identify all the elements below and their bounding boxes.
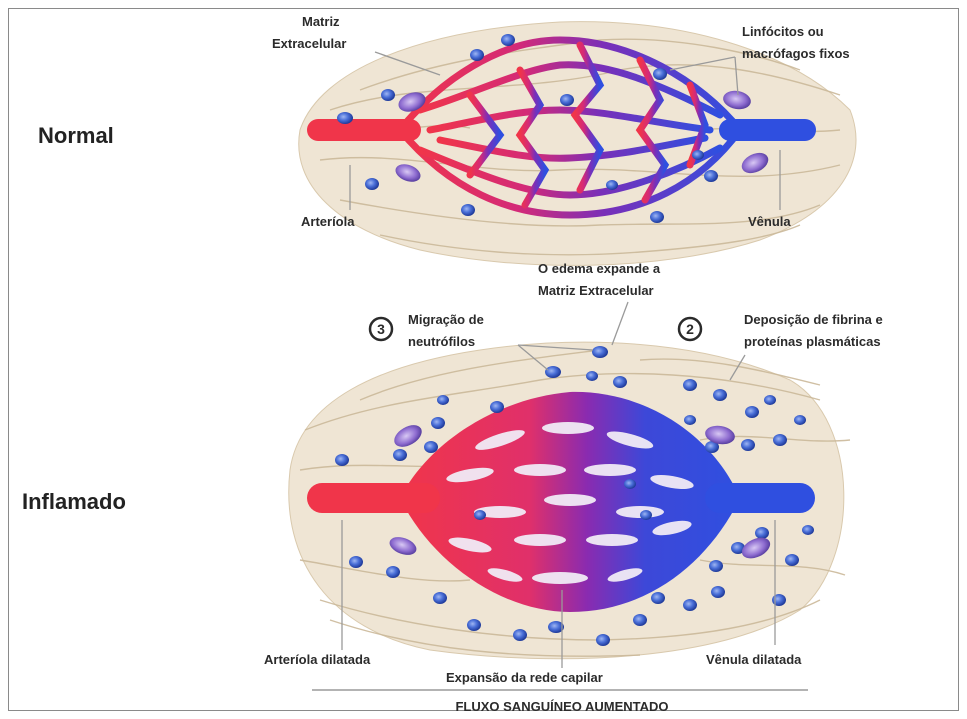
label-edema-2: Matriz Extracelular: [538, 283, 654, 298]
badge-2: 2: [679, 318, 701, 340]
cell: [773, 434, 787, 446]
cell: [433, 592, 447, 604]
cell: [592, 346, 608, 358]
cell: [704, 170, 718, 182]
cell: [741, 439, 755, 451]
label-edema-1: O edema expande a: [538, 261, 661, 276]
cell: [785, 554, 799, 566]
cell: [794, 415, 806, 425]
cell: [513, 629, 527, 641]
cell: [560, 94, 574, 106]
normal-title: Normal: [38, 123, 114, 148]
cell: [711, 586, 725, 598]
cell: [633, 614, 647, 626]
cell: [337, 112, 353, 124]
inflamed-title: Inflamado: [22, 489, 126, 514]
label-venula: Vênula: [748, 214, 791, 229]
cell: [684, 415, 696, 425]
footer-caption: FLUXO SANGUÍNEO AUMENTADO: [455, 699, 668, 714]
cell: [651, 592, 665, 604]
cell: [424, 441, 438, 453]
label-arteriola-dilatada: Arteríola dilatada: [264, 652, 371, 667]
label-matriz-1: Matriz: [302, 14, 340, 29]
badge-2-number: 2: [686, 321, 694, 337]
cell: [470, 49, 484, 61]
cell: [640, 510, 652, 520]
cell: [624, 479, 636, 489]
cell: [713, 389, 727, 401]
cell: [802, 525, 814, 535]
cell: [653, 68, 667, 80]
cell: [764, 395, 776, 405]
cell: [745, 406, 759, 418]
cell: [437, 395, 449, 405]
cell: [349, 556, 363, 568]
label-expansao: Expansão da rede capilar: [446, 670, 603, 685]
cell: [335, 454, 349, 466]
badge-3: 3: [370, 318, 392, 340]
label-matriz-2: Extracelular: [272, 36, 346, 51]
cell: [683, 379, 697, 391]
cell: [501, 34, 515, 46]
cell: [683, 599, 697, 611]
cell: [431, 417, 445, 429]
cell: [709, 560, 723, 572]
cell: [586, 371, 598, 381]
badge-3-number: 3: [377, 321, 385, 337]
cell: [381, 89, 395, 101]
label-venula-dilatada: Vênula dilatada: [706, 652, 802, 667]
cell: [474, 510, 486, 520]
cell: [393, 449, 407, 461]
label-deposicao-1: Deposição de fibrina e: [744, 312, 883, 327]
label-linfocitos-1: Linfócitos ou: [742, 24, 824, 39]
cell: [490, 401, 504, 413]
label-migracao-1: Migração de: [408, 312, 484, 327]
cell: [613, 376, 627, 388]
cell: [772, 594, 786, 606]
normal-panel: Normal Matriz Extracelular Linfócitos ou…: [38, 14, 856, 265]
label-deposicao-2: proteínas plasmáticas: [744, 334, 881, 349]
cell: [650, 211, 664, 223]
cell: [545, 366, 561, 378]
cell: [461, 204, 475, 216]
cell: [596, 634, 610, 646]
label-arteriola: Arteríola: [301, 214, 355, 229]
cell: [755, 527, 769, 539]
cell: [386, 566, 400, 578]
label-linfocitos-2: macrófagos fixos: [742, 46, 850, 61]
cell: [467, 619, 481, 631]
label-migracao-2: neutrófilos: [408, 334, 475, 349]
cell: [606, 180, 618, 190]
cell: [365, 178, 379, 190]
inflamed-panel: 3 2 Inflamado O edema expande a Matriz E…: [22, 261, 883, 714]
cell: [692, 150, 704, 160]
